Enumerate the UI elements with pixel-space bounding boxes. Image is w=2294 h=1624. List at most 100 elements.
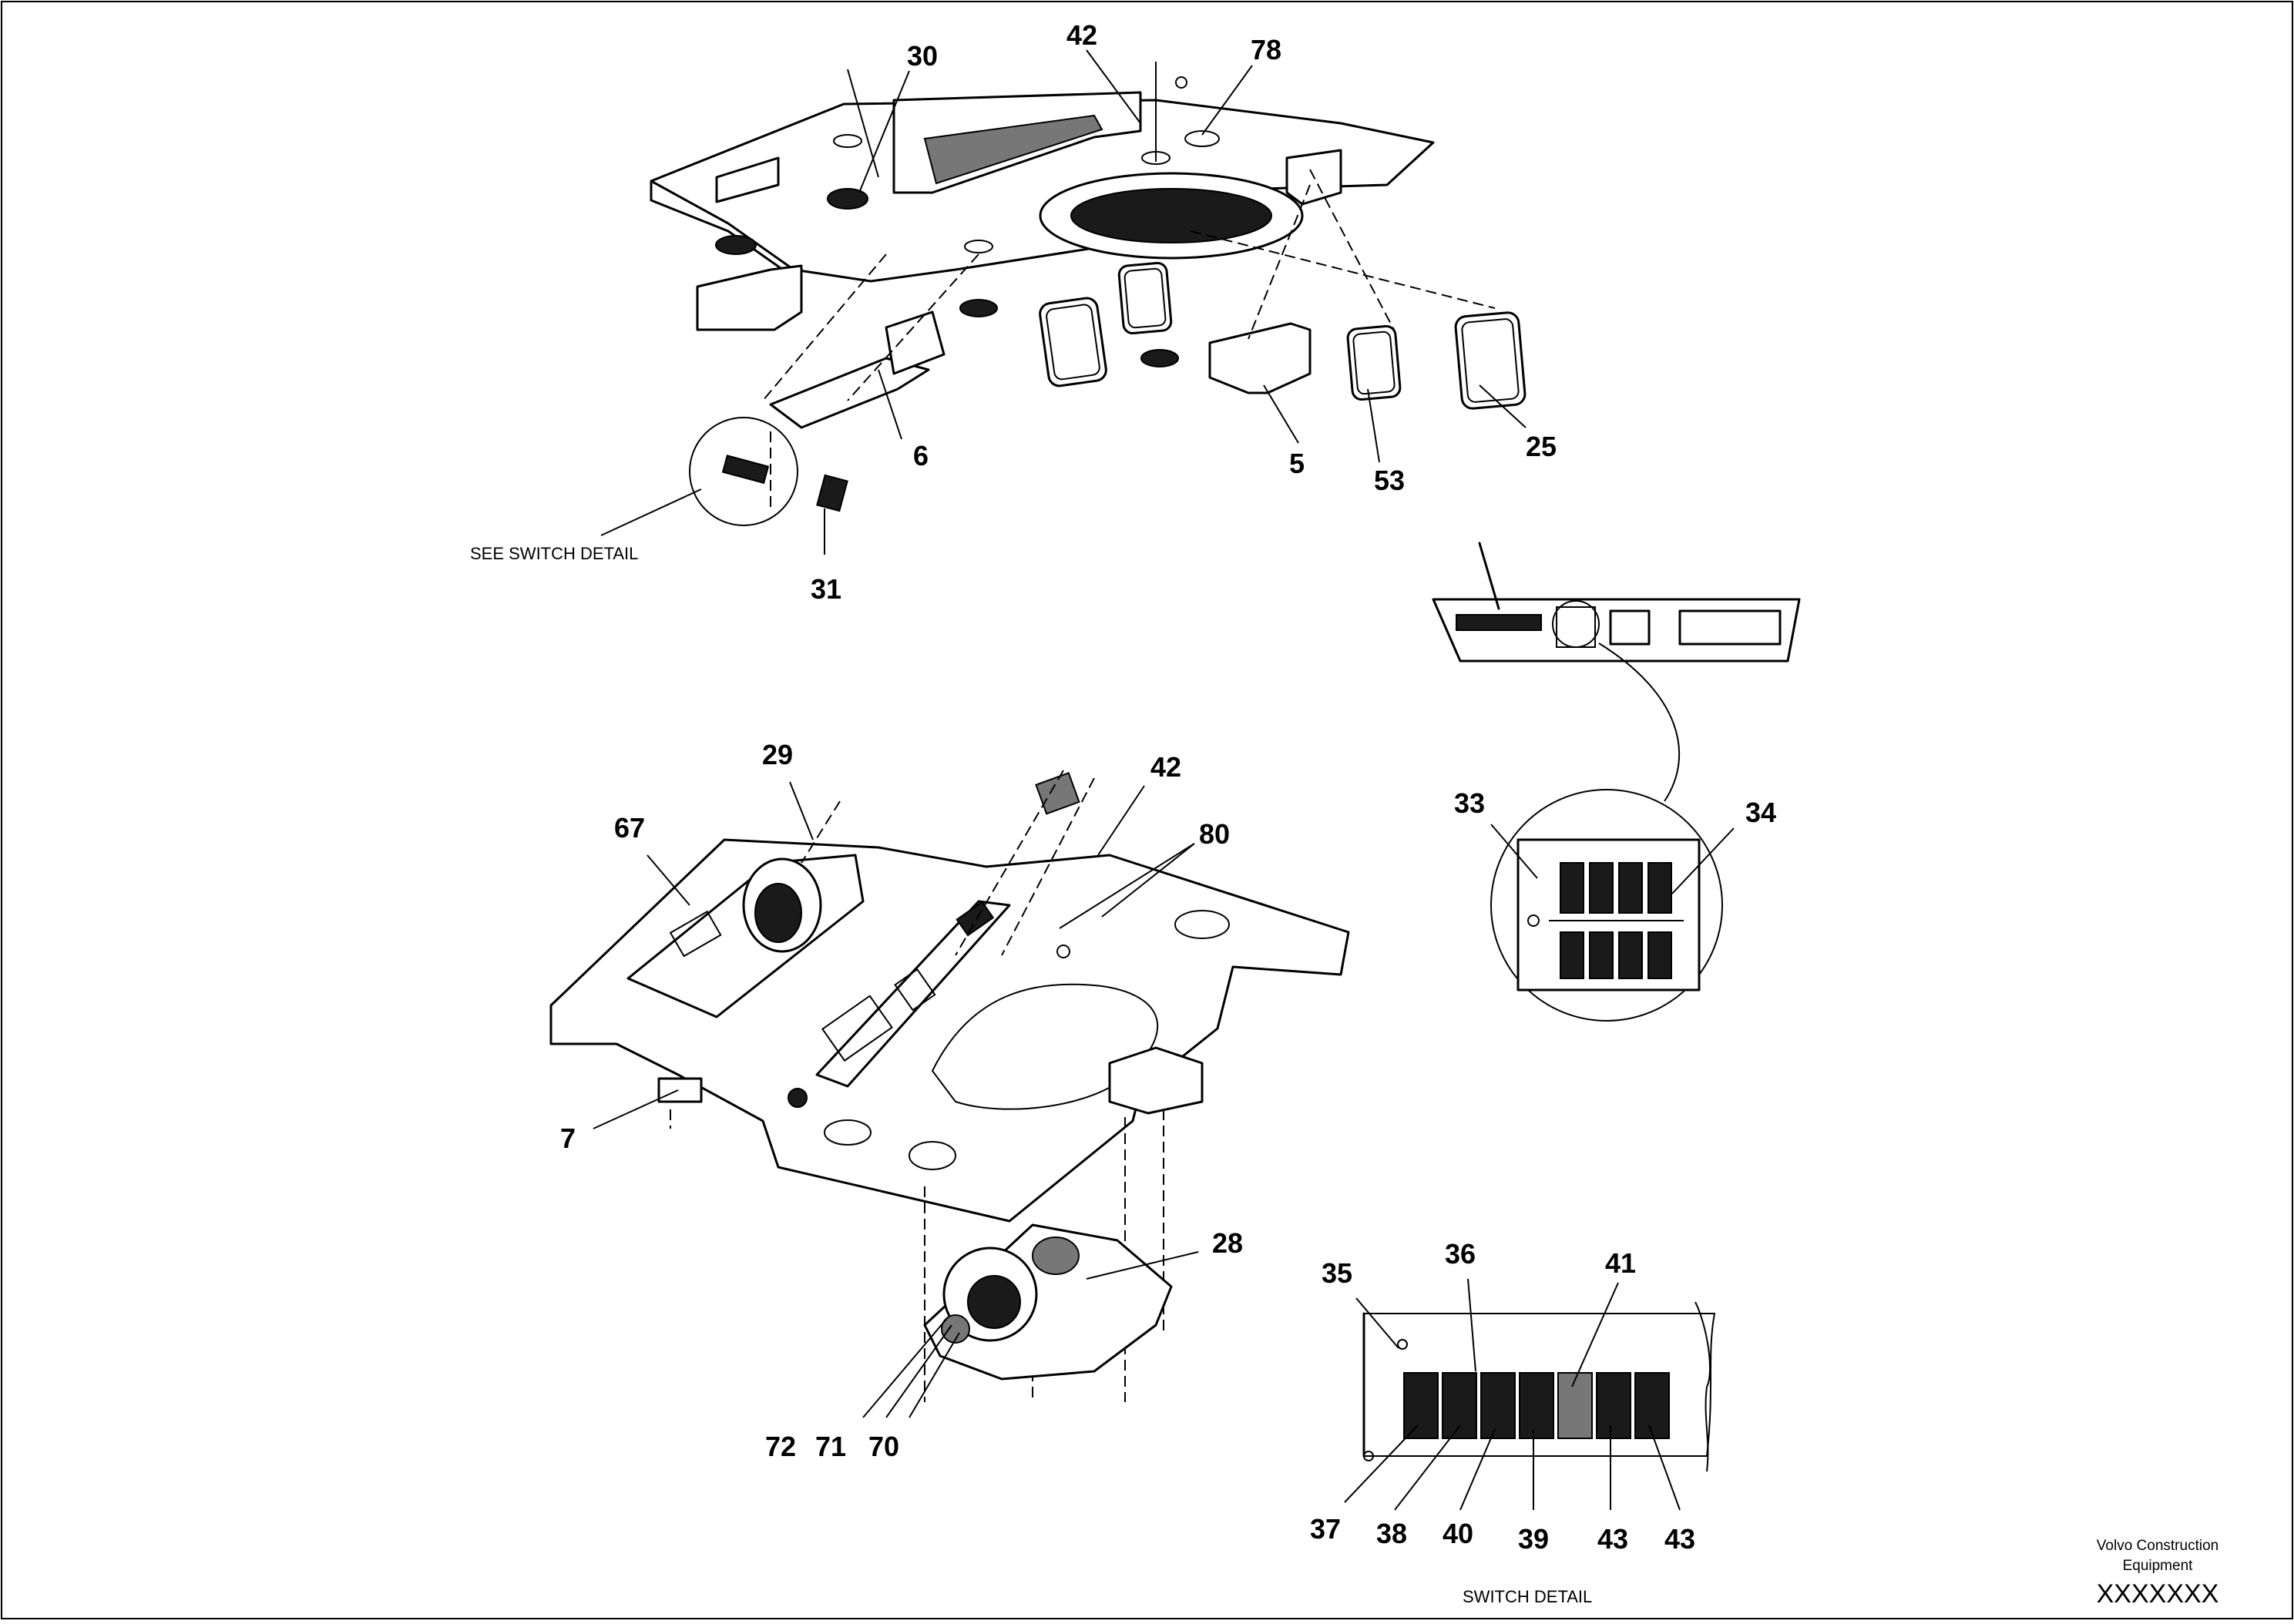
callout-53: 53 (1374, 465, 1405, 496)
side-display (1678, 609, 1782, 646)
speaker-front (959, 299, 998, 317)
leader-dash (955, 770, 1064, 956)
mirror-53-glass (1352, 331, 1396, 395)
switch-43b (1634, 1372, 1670, 1439)
switch-detail-leaders (1344, 1278, 1681, 1511)
middle-leaders (593, 781, 1195, 1129)
light-switch (941, 1314, 970, 1344)
callout-67: 67 (614, 812, 645, 844)
light-lens-right (1032, 1236, 1080, 1275)
overhead-console-assembly (650, 62, 1527, 526)
brand-line-1: Volvo Construction (2097, 1538, 2218, 1554)
mirror-left-b (1117, 261, 1173, 335)
oval-grille (1070, 188, 1272, 243)
callout-39: 39 (1518, 1523, 1549, 1555)
callout-78: 78 (1251, 34, 1281, 65)
speaker-right (1140, 349, 1179, 367)
speaker-left (715, 235, 757, 255)
callout-42-mid: 42 (1150, 751, 1181, 783)
detail-source-circle (1552, 600, 1600, 648)
inset-switch (1589, 862, 1614, 914)
switch-detail-assembly (1362, 1301, 1716, 1472)
detail-switches (1403, 1372, 1670, 1439)
inset-switches (1560, 862, 1672, 979)
side-small-box (1609, 609, 1651, 646)
floor-switch-block (1035, 772, 1080, 815)
floor-right-bracket (1108, 1046, 1204, 1115)
inset-switch (1560, 931, 1584, 979)
callout-29: 29 (762, 739, 793, 770)
inset-switch (1589, 931, 1614, 979)
mirror-25 (1454, 311, 1527, 410)
switch-detail-caption: SWITCH DETAIL (1463, 1587, 1592, 1606)
callout-72: 72 (765, 1431, 796, 1462)
drawing-number: XXXXXXX (2097, 1579, 2219, 1609)
left-bracket (715, 156, 780, 203)
callout-40: 40 (1443, 1518, 1473, 1549)
callout-31: 31 (811, 573, 841, 605)
mirror-left-b-glass (1123, 267, 1167, 329)
leader-dash (1309, 169, 1396, 332)
floor-assembly (549, 770, 1350, 1402)
console-slot (669, 910, 722, 958)
see-switch-detail-caption: SEE SWITCH DETAIL (470, 544, 638, 563)
leader-dash (1190, 230, 1496, 309)
storage-box-5 (1208, 322, 1312, 394)
console-knob-center (754, 883, 802, 943)
inset-screw (1527, 914, 1540, 927)
bracket-6-box (885, 310, 945, 375)
switch-31 (816, 474, 848, 512)
side-switch-row (1456, 614, 1542, 631)
callout-30: 30 (907, 40, 938, 72)
callout-25: 25 (1526, 431, 1557, 462)
callout-41: 41 (1605, 1247, 1636, 1279)
see-switch-detail-circle (689, 417, 798, 526)
panel-hole (1184, 130, 1220, 147)
leader-33 (1490, 824, 1538, 879)
mirror-left-a-glass (1046, 304, 1100, 381)
floor-hole (824, 1119, 872, 1146)
panel-break-line (1694, 1301, 1711, 1472)
left-storage-box (696, 264, 803, 331)
top-leaders (600, 49, 1527, 555)
leader-dash (1001, 777, 1095, 956)
channel-slot (923, 114, 1103, 185)
leader-dash (1248, 184, 1311, 340)
callout-34: 34 (1745, 797, 1776, 828)
floor-hole (1174, 910, 1230, 939)
callout-70: 70 (868, 1431, 899, 1462)
callout-28: 28 (1212, 1227, 1243, 1259)
detail-connector (1598, 643, 1681, 802)
callout-80: 80 (1199, 818, 1230, 850)
inset-switch (1560, 862, 1584, 914)
switch-41 (1557, 1372, 1593, 1439)
cable (1478, 542, 1500, 610)
inset-switch (1647, 862, 1672, 914)
inset-switch (1618, 931, 1643, 979)
inset-switch (1618, 862, 1643, 914)
mirror-53 (1346, 324, 1402, 401)
switch-37 (1403, 1372, 1439, 1439)
leader-dash (801, 800, 841, 864)
panel-hole (964, 240, 993, 253)
switch-43a (1596, 1372, 1631, 1439)
panel-hole (833, 134, 862, 148)
mirror-left-a (1039, 297, 1107, 388)
switch-strip (721, 455, 770, 485)
panel-screw (1397, 1339, 1408, 1350)
callout-6: 6 (913, 440, 929, 471)
callout-35: 35 (1322, 1257, 1352, 1289)
callout-33: 33 (1454, 787, 1485, 819)
callout-37: 37 (1310, 1513, 1341, 1545)
light-lens-center (967, 1275, 1021, 1329)
callout-43a: 43 (1597, 1523, 1628, 1555)
underside-bracket-7 (657, 1077, 703, 1103)
floor-hole (909, 1141, 956, 1170)
switch-inset-circle (1490, 789, 1723, 1022)
panel-screw (1363, 1451, 1374, 1461)
floor-cutout (931, 983, 1158, 1110)
callout-71: 71 (815, 1431, 846, 1462)
lower-leaders (862, 1251, 1199, 1418)
